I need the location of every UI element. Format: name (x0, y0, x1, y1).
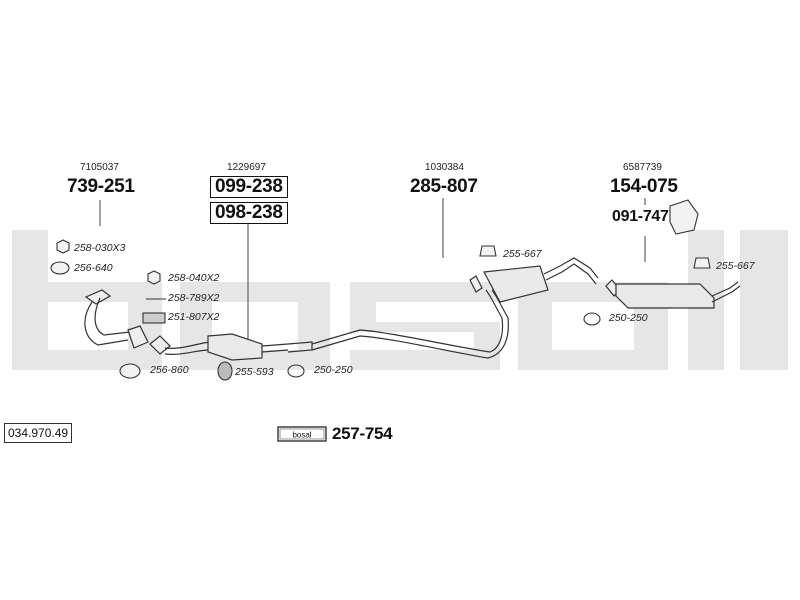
front-pipe-drawing (84, 289, 149, 349)
part-number[interactable]: 285-807 (410, 176, 478, 197)
oe-number: 1229697 (227, 162, 266, 173)
oe-number: 7105037 (80, 162, 119, 173)
oe-number: 6587739 (623, 162, 662, 173)
clamp-icon (583, 312, 601, 326)
part-label[interactable]: 258-789X2 (168, 292, 220, 304)
gasket-ring-icon (119, 363, 141, 379)
part-label[interactable]: 250-250 (314, 364, 353, 376)
part-label[interactable]: 255-667 (716, 260, 755, 272)
rubber-hanger-icon (479, 245, 497, 257)
part-label[interactable]: 258-040X2 (168, 272, 220, 284)
heat-shield-icon (669, 199, 699, 235)
gasket-ring-icon (50, 261, 70, 275)
part-label[interactable]: 250-250 (609, 312, 648, 324)
rubber-hanger-icon (693, 257, 711, 269)
leader-lines (99, 198, 646, 340)
part-label[interactable]: 256-860 (150, 364, 189, 376)
oe-number: 1030384 (425, 162, 464, 173)
rear-silencer-drawing (605, 279, 741, 309)
part-number[interactable]: 098-238 (210, 202, 288, 224)
hardware-icons (50, 199, 711, 381)
middle-pipe-drawing (287, 257, 599, 359)
nut-icon (147, 270, 161, 285)
kit-brand-text: bosal (292, 431, 311, 440)
catalytic-converter-drawing (149, 333, 289, 361)
part-number[interactable]: 739-251 (67, 176, 135, 197)
mounting-kit-icon: bosal (277, 426, 327, 442)
mounting-kit-part-number[interactable]: 257-754 (332, 424, 393, 443)
rubber-mount-icon (217, 361, 233, 381)
part-label[interactable]: 255-667 (503, 248, 542, 260)
clamp-icon (287, 364, 305, 378)
part-number[interactable]: 099-238 (210, 176, 288, 198)
part-label[interactable]: 258-030X3 (74, 242, 126, 254)
part-label[interactable]: 251-807X2 (168, 311, 220, 323)
nut-icon (56, 239, 70, 254)
part-label[interactable]: 256-640 (74, 262, 113, 274)
reference-number-box: 034.970.49 (4, 423, 73, 443)
part-label[interactable]: 255-593 (235, 366, 274, 378)
part-number[interactable]: 091-747 (612, 208, 669, 225)
spring-icon (142, 312, 166, 324)
part-number[interactable]: 154-075 (610, 176, 678, 197)
